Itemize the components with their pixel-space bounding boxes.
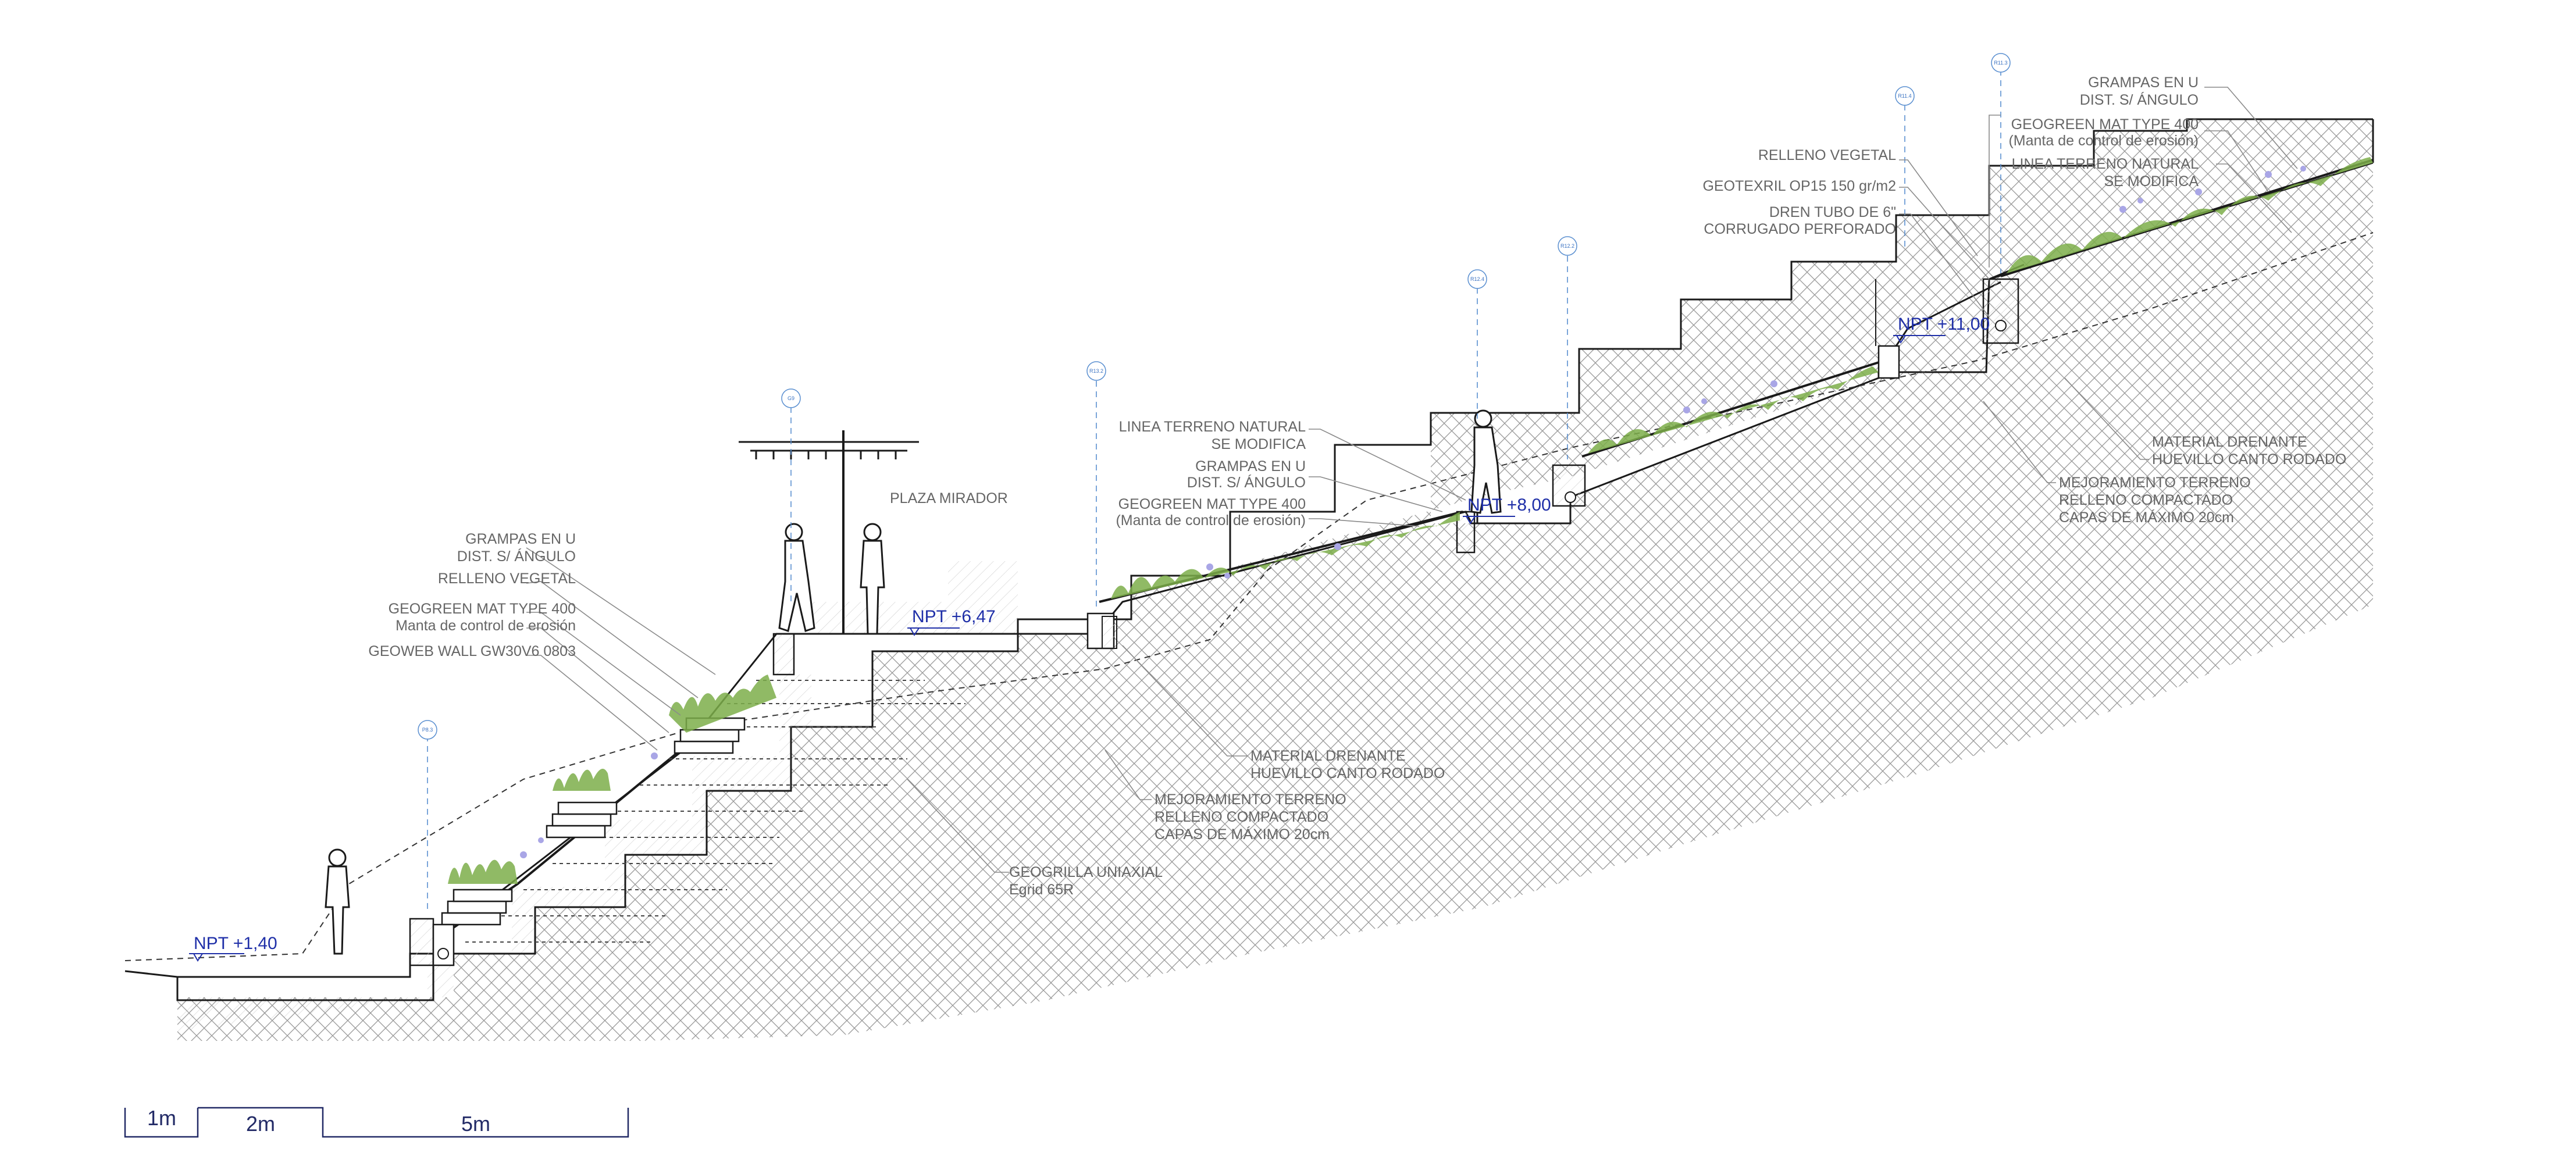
tag-g9: G9 xyxy=(788,395,794,401)
label-linea: LINEA TERRENO NATURAL xyxy=(1119,419,1306,435)
label-capas: CAPAS DE MÁXIMO 20cm xyxy=(2059,509,2234,526)
label-geogrilla: GEOGRILLA UNIAXIAL xyxy=(1009,864,1163,880)
label-geogreen: GEOGREEN MAT TYPE 400 xyxy=(2011,116,2199,133)
tag-r124: R12.4 xyxy=(1470,276,1484,282)
vegetation xyxy=(448,157,2373,884)
label-material: MATERIAL DRENANTE xyxy=(1250,748,1406,764)
label-geogreen-sub: (Manta de control de erosión) xyxy=(2008,133,2199,149)
level-npt-3: NPT +8,00 xyxy=(1467,495,1551,515)
label-geogreen: GEOGREEN MAT TYPE 400 xyxy=(1118,496,1306,512)
tag-r122: R12.2 xyxy=(1560,243,1574,249)
labels-top-right: RELLENO VEGETAL GEOTEXRIL OP15 150 gr/m2… xyxy=(1702,74,2199,237)
labels-mid: LINEA TERRENO NATURAL SE MODIFICA GRAMPA… xyxy=(1116,419,1306,529)
label-geogreen: GEOGREEN MAT TYPE 400 xyxy=(389,601,576,617)
label-grampas: GRAMPAS EN U xyxy=(2088,74,2199,91)
level-npt-2: NPT +6,47 xyxy=(912,607,996,626)
label-relleno: RELLENO VEGETAL xyxy=(1758,147,1896,163)
person-icon xyxy=(1470,409,1502,514)
level-npt-1: NPT +1,40 xyxy=(194,934,277,953)
label-geogreen-sub: Manta de control de erosión xyxy=(396,618,576,634)
scale-2m: 2m xyxy=(246,1112,275,1136)
tag-r114: R11.4 xyxy=(1898,93,1911,99)
label-relleno-compactado: RELLENO COMPACTADO xyxy=(1155,809,1328,825)
reference-lines xyxy=(427,70,2001,913)
label-geogreen-sub: (Manta de control de erosión) xyxy=(1116,512,1306,529)
label-linea-sub: SE MODIFICA xyxy=(2104,173,2199,190)
label-dren: DREN TUBO DE 6" xyxy=(1769,204,1896,220)
label-geotexil: GEOTEXRIL OP15 150 gr/m2 xyxy=(1702,178,1896,194)
flowers xyxy=(520,166,2306,858)
label-grampas: GRAMPAS EN U xyxy=(465,531,576,547)
label-grampas: GRAMPAS EN U xyxy=(1195,458,1306,475)
label-relleno-compactado: RELLENO COMPACTADO xyxy=(2059,492,2233,508)
label-mejoramiento: MEJORAMIENTO TERRENO xyxy=(2059,475,2251,491)
labels-right: MATERIAL DRENANTE HUEVILLO CANTO RODADO … xyxy=(2059,434,2346,526)
level-markers: NPT +1,40 NPT +6,47 NPT +8,00 NPT +11,00 xyxy=(189,315,1990,962)
label-grampas-dist: DIST. S/ ÁNGULO xyxy=(1187,474,1306,491)
label-egrid: Egrid 65R xyxy=(1009,882,1074,898)
person-icon xyxy=(325,848,350,955)
scale-bar: 1m 2m 5m xyxy=(124,1106,629,1138)
level-npt-4: NPT +11,00 xyxy=(1898,315,1990,334)
geoweb-steps xyxy=(441,717,746,926)
people xyxy=(325,409,1502,955)
tag-r113: R11.3 xyxy=(1994,60,2007,66)
scale-1m: 1m xyxy=(147,1106,176,1130)
label-grampas-dist: DIST. S/ ÁNGULO xyxy=(457,548,576,565)
label-mejoramiento: MEJORAMIENTO TERRENO xyxy=(1155,791,1346,808)
reference-tags: P8.3 G9 R13.2 R12.4 R12.2 R11.4 R11.3 xyxy=(418,53,2011,740)
label-linea-sub: SE MODIFICA xyxy=(1211,436,1306,452)
label-material-sub: HUEVILLO CANTO RODADO xyxy=(1250,765,1445,782)
label-capas: CAPAS DE MÁXIMO 20cm xyxy=(1155,826,1330,843)
label-material-sub: HUEVILLO CANTO RODADO xyxy=(2152,451,2346,468)
label-geoweb: GEOWEB WALL GW30V6 0803 xyxy=(368,643,576,659)
tag-r132: R13.2 xyxy=(1089,368,1103,374)
label-relleno: RELLENO VEGETAL xyxy=(438,570,576,587)
leader-lines xyxy=(526,87,2298,873)
scale-5m: 5m xyxy=(461,1112,490,1136)
natural-terrain-line xyxy=(124,232,2374,961)
retaining-blocks xyxy=(409,278,2019,966)
label-material: MATERIAL DRENANTE xyxy=(2152,434,2307,450)
plaza-label: PLAZA MIRADOR xyxy=(890,490,1008,506)
pergola xyxy=(739,430,919,634)
label-linea: LINEA TERRENO NATURAL xyxy=(2012,156,2199,172)
label-dren-sub: CORRUGADO PERFORADO xyxy=(1704,221,1896,237)
labels-left: GRAMPAS EN U DIST. S/ ÁNGULO RELLENO VEG… xyxy=(368,531,576,659)
tag-p83: P8.3 xyxy=(422,727,433,733)
labels-lower: MATERIAL DRENANTE HUEVILLO CANTO RODADO … xyxy=(1009,748,1445,898)
person-icon xyxy=(860,523,885,635)
person-icon xyxy=(778,523,815,632)
natural-ground xyxy=(177,119,2373,1041)
label-grampas-dist: DIST. S/ ÁNGULO xyxy=(2080,91,2199,108)
